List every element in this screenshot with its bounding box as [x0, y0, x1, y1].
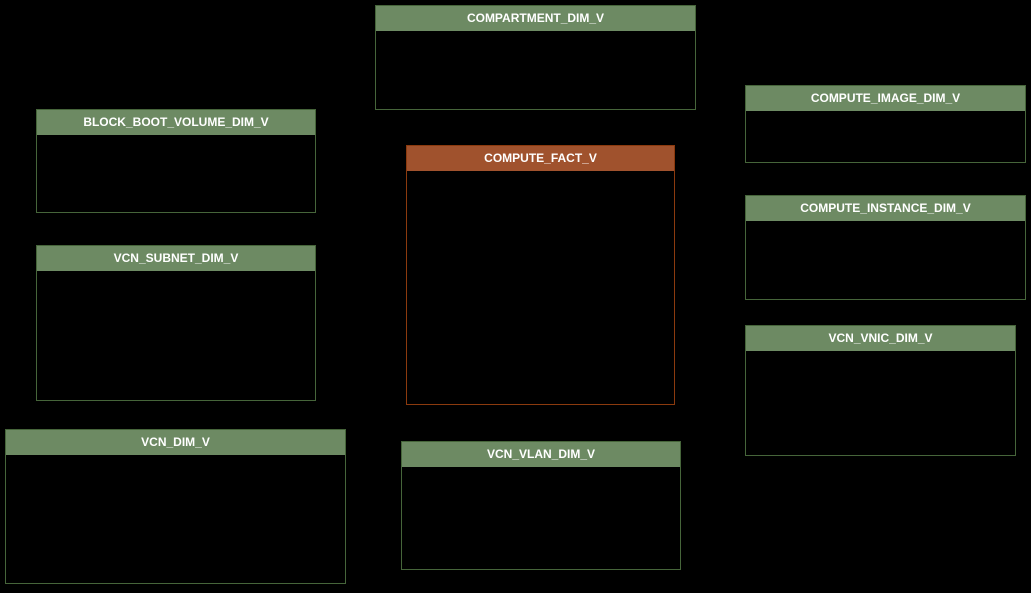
table-body-vcn-dim-v	[6, 455, 345, 583]
table-node-vcn-subnet-dim-v[interactable]: VCN_SUBNET_DIM_V	[36, 245, 316, 401]
table-header-vcn-vlan-dim-v[interactable]: VCN_VLAN_DIM_V	[402, 442, 680, 467]
table-title-vcn-subnet-dim-v: VCN_SUBNET_DIM_V	[113, 251, 239, 265]
table-title-compute-image-dim-v: COMPUTE_IMAGE_DIM_V	[810, 91, 961, 105]
table-header-compute-instance-dim-v[interactable]: COMPUTE_INSTANCE_DIM_V	[746, 196, 1025, 221]
table-body-block-boot-volume-dim-v	[37, 135, 315, 212]
table-body-compute-image-dim-v	[746, 111, 1025, 162]
table-body-vcn-vnic-dim-v	[746, 351, 1015, 455]
table-body-compartment-dim-v	[376, 31, 695, 109]
table-node-vcn-vlan-dim-v[interactable]: VCN_VLAN_DIM_V	[401, 441, 681, 570]
table-body-compute-fact-v	[407, 171, 674, 404]
table-body-vcn-subnet-dim-v	[37, 271, 315, 400]
table-body-vcn-vlan-dim-v	[402, 467, 680, 569]
table-node-block-boot-volume-dim-v[interactable]: BLOCK_BOOT_VOLUME_DIM_V	[36, 109, 316, 213]
table-header-compute-fact-v[interactable]: COMPUTE_FACT_V	[407, 146, 674, 171]
table-node-compute-fact-v[interactable]: COMPUTE_FACT_V	[406, 145, 675, 405]
table-node-compartment-dim-v[interactable]: COMPARTMENT_DIM_V	[375, 5, 696, 110]
table-body-compute-instance-dim-v	[746, 221, 1025, 299]
table-title-vcn-vlan-dim-v: VCN_VLAN_DIM_V	[486, 447, 596, 461]
table-node-vcn-dim-v[interactable]: VCN_DIM_V	[5, 429, 346, 584]
table-node-compute-instance-dim-v[interactable]: COMPUTE_INSTANCE_DIM_V	[745, 195, 1026, 300]
table-header-vcn-subnet-dim-v[interactable]: VCN_SUBNET_DIM_V	[37, 246, 315, 271]
table-title-vcn-vnic-dim-v: VCN_VNIC_DIM_V	[828, 331, 933, 345]
table-title-vcn-dim-v: VCN_DIM_V	[141, 435, 210, 449]
table-title-compute-fact-v: COMPUTE_FACT_V	[484, 151, 597, 165]
table-header-compartment-dim-v[interactable]: COMPARTMENT_DIM_V	[376, 6, 695, 31]
table-title-compute-instance-dim-v: COMPUTE_INSTANCE_DIM_V	[800, 201, 971, 215]
table-header-block-boot-volume-dim-v[interactable]: BLOCK_BOOT_VOLUME_DIM_V	[37, 110, 315, 135]
table-header-compute-image-dim-v[interactable]: COMPUTE_IMAGE_DIM_V	[746, 86, 1025, 111]
table-title-compartment-dim-v: COMPARTMENT_DIM_V	[466, 11, 605, 25]
table-header-vcn-vnic-dim-v[interactable]: VCN_VNIC_DIM_V	[746, 326, 1015, 351]
table-node-compute-image-dim-v[interactable]: COMPUTE_IMAGE_DIM_V	[745, 85, 1026, 163]
table-header-vcn-dim-v[interactable]: VCN_DIM_V	[6, 430, 345, 455]
table-node-vcn-vnic-dim-v[interactable]: VCN_VNIC_DIM_V	[745, 325, 1016, 456]
table-title-block-boot-volume-dim-v: BLOCK_BOOT_VOLUME_DIM_V	[83, 115, 269, 129]
